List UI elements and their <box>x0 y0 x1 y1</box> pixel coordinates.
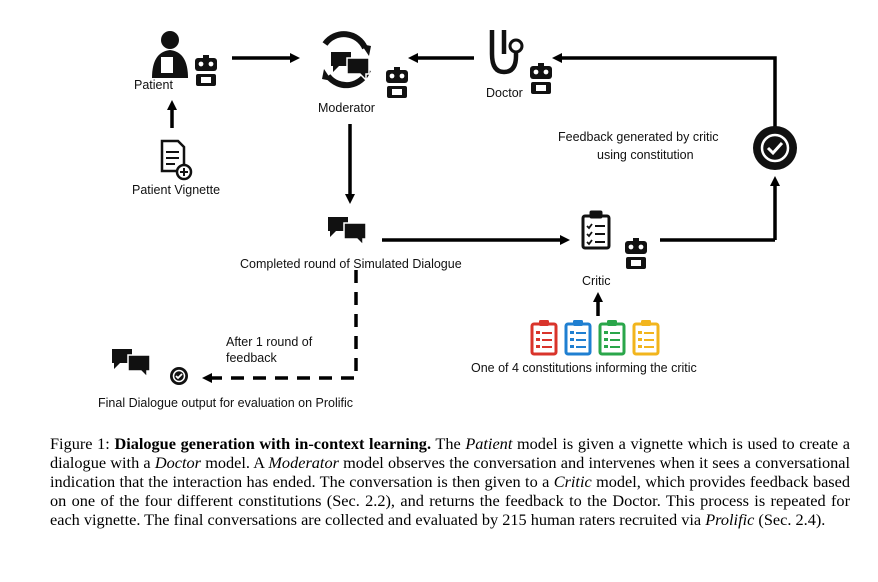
constitution-clipboard-icon <box>530 320 558 356</box>
caption-italic: Moderator <box>268 453 339 472</box>
patient-icon <box>152 31 188 78</box>
caption-text: model. A <box>201 453 269 472</box>
figure-caption: Figure 1: Dialogue generation with in-co… <box>50 434 850 529</box>
final-output-label: Final Dialogue output for evaluation on … <box>98 396 353 410</box>
after-label-line2: feedback <box>226 351 277 365</box>
patient-robot-icon <box>195 55 217 86</box>
moderator-robot-icon <box>386 67 408 98</box>
constitution-clipboard-icon <box>632 320 660 356</box>
final-seal-icon <box>170 367 188 385</box>
caption-italic: Patient <box>465 434 513 453</box>
final-chat-icon <box>111 348 151 378</box>
doctor-label: Doctor <box>486 86 523 100</box>
constitution-clipboard-icon <box>564 320 592 356</box>
checklist-icon <box>581 210 611 250</box>
patient-label: Patient <box>134 78 173 92</box>
vignette-label: Patient Vignette <box>132 183 220 197</box>
constitution-clipboard-icon <box>598 320 626 356</box>
constitutions-label: One of 4 constitutions informing the cri… <box>471 361 697 375</box>
caption-text: model is given a vignette which is used … <box>50 434 850 472</box>
moderator-icon <box>322 31 371 89</box>
caption-text: model, which provides feedback based on … <box>50 472 851 529</box>
moderator-label: Moderator <box>318 101 375 115</box>
caption-text: model observes the conversation and inte… <box>50 453 851 491</box>
constitution-icons <box>530 320 660 356</box>
after-label-line1: After 1 round of <box>226 335 313 349</box>
caption-label: Figure 1: <box>50 434 110 453</box>
doctor-robot-icon <box>530 63 552 94</box>
feedback-label-line1: Feedback generated by critic <box>558 130 719 144</box>
caption-italic: Doctor <box>154 453 201 472</box>
completed-round-chat-icon <box>327 216 367 246</box>
arrow-feedback-to-doctor <box>552 53 777 128</box>
caption-text: (Sec. 2.4). <box>754 510 826 529</box>
caption-italic: Prolific <box>705 510 755 529</box>
dashed-arrow-to-final <box>202 270 358 383</box>
caption-italic: Critic <box>553 472 592 491</box>
critic-robot-icon <box>625 238 647 269</box>
critic-label: Critic <box>582 274 610 288</box>
verified-seal-icon <box>753 126 797 170</box>
document-icon <box>160 139 193 181</box>
completed-round-label: Completed round of Simulated Dialogue <box>240 257 462 271</box>
feedback-label-line2: using constitution <box>597 148 694 162</box>
caption-bold: Dialogue generation with in-context lear… <box>114 434 432 453</box>
caption-text: The <box>431 434 466 453</box>
stethoscope-icon <box>489 30 524 75</box>
